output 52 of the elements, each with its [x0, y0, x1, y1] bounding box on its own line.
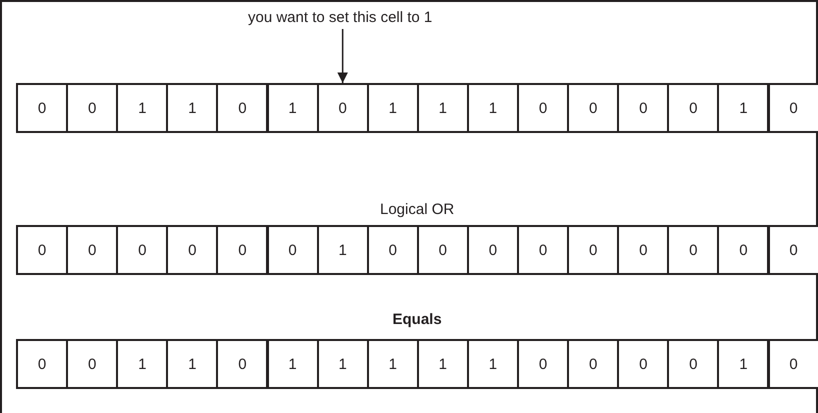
bit-cell: 0: [416, 225, 469, 275]
bit-cell: 1: [366, 83, 419, 133]
callout-text: you want to set this cell to 1: [248, 9, 432, 26]
bit-cell: 1: [166, 339, 218, 389]
bit-cell: 0: [567, 83, 620, 133]
bit-cell: 1: [466, 339, 519, 389]
bit-cell: 0: [216, 339, 268, 389]
result-heading: Equals: [392, 311, 442, 328]
bit-cell: 0: [216, 225, 268, 275]
bit-cell: 0: [316, 83, 369, 133]
operation-heading: Logical OR: [380, 201, 454, 218]
bit-cell: 0: [466, 225, 519, 275]
bit-cell: 0: [717, 225, 770, 275]
bit-cell: 0: [617, 225, 670, 275]
bit-cell: 0: [667, 83, 720, 133]
bit-cell: 0: [266, 225, 319, 275]
bit-cell: 0: [617, 339, 670, 389]
bit-cell: 0: [216, 83, 268, 133]
bit-cell: 0: [768, 339, 818, 389]
bit-cell: 1: [316, 225, 369, 275]
bit-cell: 0: [768, 225, 818, 275]
bit-cell: 0: [16, 83, 68, 133]
bit-cell: 1: [466, 83, 519, 133]
bit-cell: 1: [366, 339, 419, 389]
bit-cell: 1: [116, 83, 168, 133]
bit-cell: 0: [567, 339, 620, 389]
bit-cell: 0: [567, 225, 620, 275]
bit-cell: 1: [717, 83, 770, 133]
bit-cell: 0: [517, 83, 570, 133]
bit-cell: 0: [617, 83, 670, 133]
bit-cell: 0: [517, 225, 570, 275]
bit-cell: 0: [166, 225, 218, 275]
bit-cell: 1: [416, 339, 469, 389]
bit-cell: 1: [166, 83, 218, 133]
bit-cell: 0: [66, 225, 118, 275]
bit-cell: 1: [116, 339, 168, 389]
bit-cell: 1: [717, 339, 770, 389]
bit-cell: 0: [517, 339, 570, 389]
bit-cell: 1: [266, 339, 319, 389]
bit-cell: 0: [66, 83, 118, 133]
bit-cell: 0: [16, 225, 68, 275]
bit-cell: 0: [66, 339, 118, 389]
bit-cell: 0: [366, 225, 419, 275]
bit-cell: 1: [316, 339, 369, 389]
bit-cell: 1: [266, 83, 319, 133]
bit-cell: 0: [116, 225, 168, 275]
bit-cell: 0: [16, 339, 68, 389]
bit-cell: 0: [768, 83, 818, 133]
bit-cell: 0: [667, 225, 720, 275]
leader-arrow: [337, 29, 348, 83]
bit-cell: 0: [667, 339, 720, 389]
bit-cell: 1: [416, 83, 469, 133]
